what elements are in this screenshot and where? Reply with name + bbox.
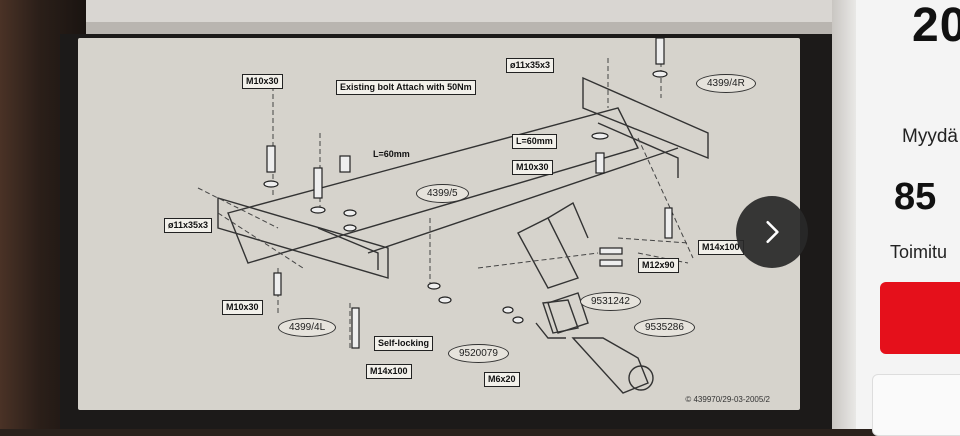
- label-m10x30-right: M10x30: [512, 160, 553, 175]
- label-self-locking: Self-locking: [374, 336, 434, 351]
- part-9531242: 9531242: [580, 292, 641, 311]
- listing-delivery-text: Toimitu: [890, 242, 948, 262]
- part-9535286: 9535286: [634, 318, 695, 337]
- part-9520079: 9520079: [448, 344, 509, 363]
- label-m10x30-top: M10x30: [242, 74, 283, 89]
- label-m10x30-bottom: M10x30: [222, 300, 263, 315]
- label-l60-right: L=60mm: [512, 134, 557, 149]
- towbar-drawing: [197, 38, 709, 394]
- label-existing-bolt: Existing bolt Attach with 50Nm: [336, 80, 476, 95]
- product-image[interactable]: M10x30 Existing bolt Attach with 50Nm ø1…: [78, 38, 800, 410]
- part-4399-5: 4399/5: [416, 184, 469, 203]
- label-m6x20: M6x20: [484, 372, 520, 387]
- page-top-band: [0, 22, 860, 34]
- part-4399-4l: 4399/4L: [278, 318, 337, 337]
- chevron-right-icon: [766, 220, 779, 244]
- listing-year: 20: [912, 0, 960, 52]
- carousel-next-button[interactable]: [736, 196, 808, 268]
- label-m14x100-bottom: M14x100: [366, 364, 412, 379]
- browser-top-strip: [0, 0, 960, 22]
- listing-price: 85: [894, 176, 937, 218]
- part-4399-4r: 4399/4R: [696, 74, 756, 93]
- diagram-copyright: © 439970/29-03-2005/2: [685, 395, 770, 404]
- listing-sold-text: Myydä: [902, 126, 958, 147]
- buy-button[interactable]: [880, 282, 960, 354]
- label-m12x90: M12x90: [638, 258, 679, 273]
- panel-edge: [832, 0, 856, 429]
- label-o11x35x3-left: ø11x35x3: [164, 218, 213, 233]
- label-l60-left: L=60mm: [373, 149, 410, 159]
- secondary-card[interactable]: [872, 374, 960, 436]
- label-o11x35x3-top: ø11x35x3: [506, 58, 555, 73]
